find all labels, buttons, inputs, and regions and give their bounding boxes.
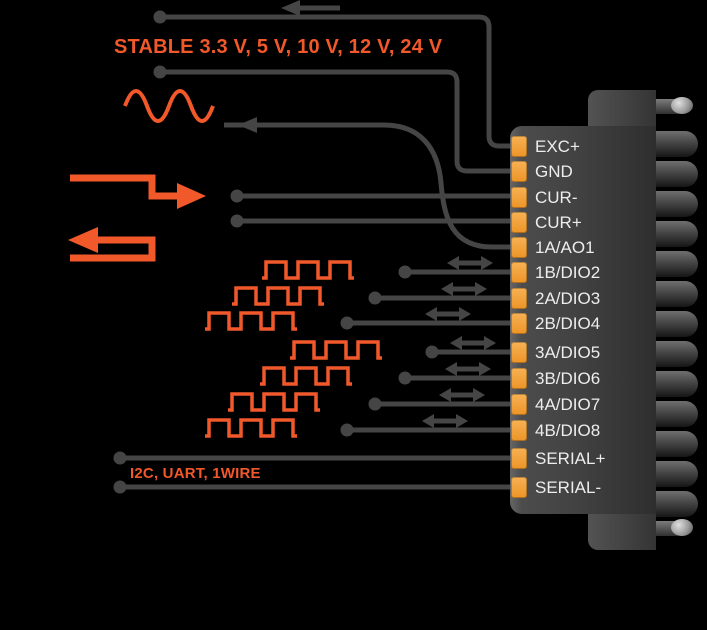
bidirectional-arrow-icon-dio4 [425,307,471,321]
pin-label: 3B/DIO6 [535,368,601,388]
pin-row-4b-dio8: 4B/DIO8 [511,419,600,441]
pin-pad [511,135,527,157]
current-in-arrow-icon [70,174,206,209]
ground-wire [153,65,516,174]
pin-label: CUR+ [535,212,582,232]
pin-pad [511,186,527,208]
bidirectional-arrow-icon-dio8 [422,414,468,428]
pin-label: 3A/DIO5 [535,342,601,362]
connector-contact-pin [648,431,698,457]
square-wave-icon-dio7 [228,392,320,412]
connector-housing-top [588,90,656,130]
square-wave-icon-dio3 [232,286,324,306]
pin-pad [511,367,527,389]
pin-row-4a-dio7: 4A/DIO7 [511,393,600,415]
bidirectional-arrow-icon-dio2 [447,256,493,270]
excitation-output-arrow-icon [281,0,340,16]
excitation-wire [153,10,516,149]
pin-pad [511,287,527,309]
connector-contact-pin [648,371,698,397]
connector-housing-bottom [588,514,656,550]
connector-contact-pin [648,461,698,487]
pin-row-3b-dio6: 3B/DIO6 [511,367,600,389]
serial-minus-wire [113,480,516,494]
pin-row-2b-dio4: 2B/DIO4 [511,312,600,334]
pin-row-1b-dio2: 1B/DIO2 [511,261,600,283]
connector-contact-pin [648,341,698,367]
connector-contact-pin [648,311,698,337]
pin-row-2a-dio3: 2A/DIO3 [511,287,600,309]
dio3-wire [368,291,516,305]
bidirectional-arrow-icon-dio5 [450,336,496,350]
pin-label: SERIAL+ [535,448,606,468]
dio5-wire [425,345,516,359]
pin-pad [511,211,527,233]
cur-minus-wire [230,189,516,203]
top-screw-tip-icon [671,97,693,114]
pin-row-cur-plus: CUR+ [511,211,582,233]
pin-pad [511,393,527,415]
connector-contact-pin [648,251,698,277]
bidirectional-arrow-icon-dio3 [441,282,487,296]
pin-label: 1A/AO1 [535,237,595,257]
connector-contact-pin [648,191,698,217]
connector-contact-pin [648,281,698,307]
bidirectional-arrow-icon-dio7 [439,388,485,402]
dio7-wire [368,397,516,411]
dio4-wire [340,316,516,330]
analog-output-arrow-icon [238,117,257,133]
pin-pad [511,160,527,182]
current-out-arrow-icon [68,227,156,262]
connector-contact-pin [648,221,698,247]
connector-contact-pin [648,131,698,157]
pin-label: GND [535,161,573,181]
pin-pad [511,341,527,363]
pin-pad [511,236,527,258]
pin-label: 2B/DIO4 [535,313,601,333]
pin-pad [511,419,527,441]
pin-label: 2A/DIO3 [535,288,601,308]
pin-label: CUR- [535,187,578,207]
pin-row-cur-minus: CUR- [511,186,578,208]
serial-plus-wire [113,451,516,465]
pin-row-1a-ao1: 1A/AO1 [511,236,595,258]
square-wave-icon-dio6 [260,366,352,386]
pin-pad [511,312,527,334]
pin-row-gnd: GND [511,160,573,182]
pin-label: 4B/DIO8 [535,420,601,440]
square-wave-icon-dio4 [205,311,297,331]
serial-protocols-label: I2C, UART, 1WIRE [130,465,261,482]
bottom-screw-tip-icon [671,519,693,536]
connector-contact-pin [648,161,698,187]
connector-contact-pin [648,491,698,517]
cur-plus-wire [230,214,516,228]
sine-wave-icon [123,89,215,123]
dio2-wire [398,265,516,279]
pin-row-serial-plus: SERIAL+ [511,447,605,469]
analog-output-wire [224,117,516,250]
pin-label: EXC+ [535,136,580,156]
pin-row-exc-plus: EXC+ [511,135,580,157]
square-wave-icon-dio2 [262,260,354,280]
pin-label: SERIAL- [535,477,602,497]
bidirectional-arrow-icon-dio6 [445,362,491,376]
dio6-wire [398,371,516,385]
dio8-wire [340,423,516,437]
pin-label: 4A/DIO7 [535,394,601,414]
connector-housing [510,126,656,514]
pin-row-serial-minus: SERIAL- [511,476,601,498]
pin-row-3a-dio5: 3A/DIO5 [511,341,600,363]
square-wave-icon-dio8 [205,418,297,438]
pin-pad [511,447,527,469]
pin-label: 1B/DIO2 [535,262,601,282]
pin-pad [511,261,527,283]
stable-voltages-label: STABLE 3.3 V, 5 V, 10 V, 12 V, 24 V [114,36,443,58]
square-wave-icon-dio5 [290,340,382,360]
pin-pad [511,476,527,498]
connector-contact-pin [648,401,698,427]
